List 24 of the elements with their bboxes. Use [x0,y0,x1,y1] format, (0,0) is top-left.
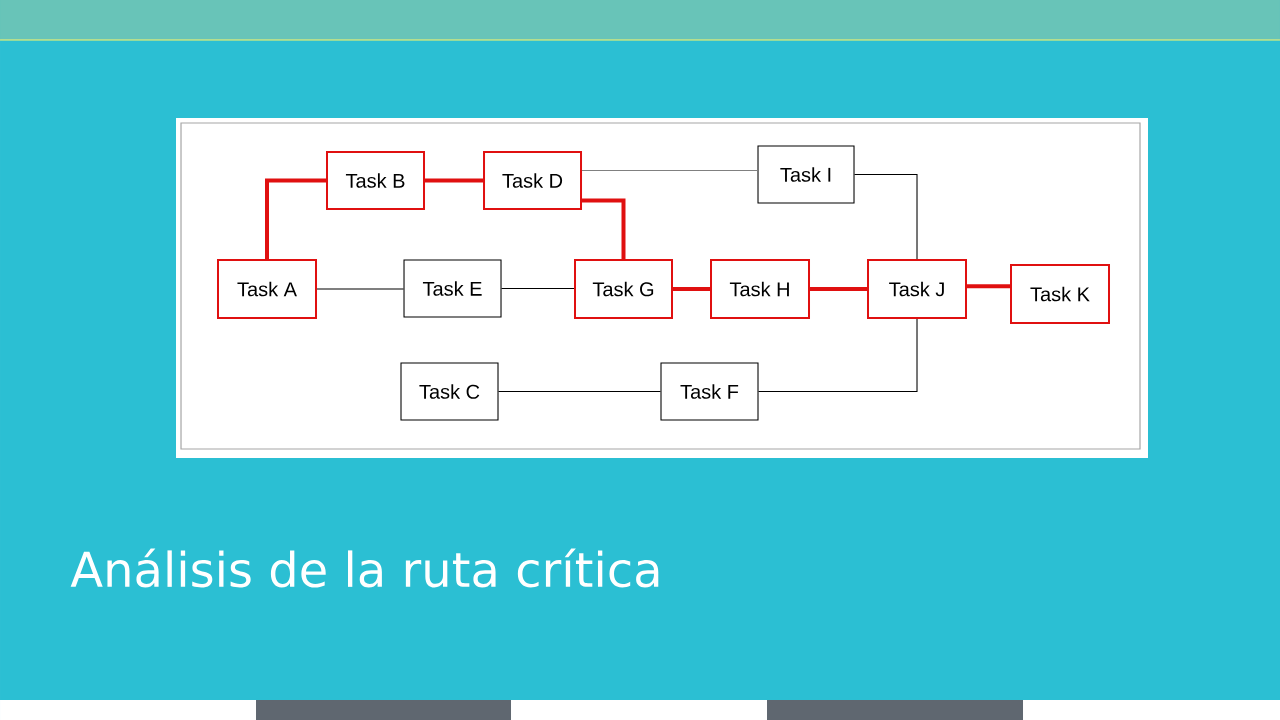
connector [425,178,483,183]
task-box: Task I [757,145,855,204]
task-box: Task B [326,151,425,210]
connector [967,284,1010,289]
connector [810,287,867,291]
connector [581,169,758,172]
task-box: Task H [710,259,810,319]
connector [582,198,626,259]
task-box: Task E [403,259,502,318]
task-box: Task G [574,259,673,319]
task-box: Task C [400,362,499,421]
connector [501,287,575,290]
connector [673,287,710,291]
connector [265,178,326,259]
task-box: Task K [1010,264,1110,324]
task-box: Task D [483,151,582,210]
connector [758,318,918,393]
task-box: Task A [217,259,317,319]
connector [498,390,661,393]
task-box: Task J [867,259,967,319]
task-box: Task F [660,362,759,421]
connector [316,288,404,290]
connector [854,173,918,260]
slide-title: Análisis de la ruta crítica [70,548,659,588]
